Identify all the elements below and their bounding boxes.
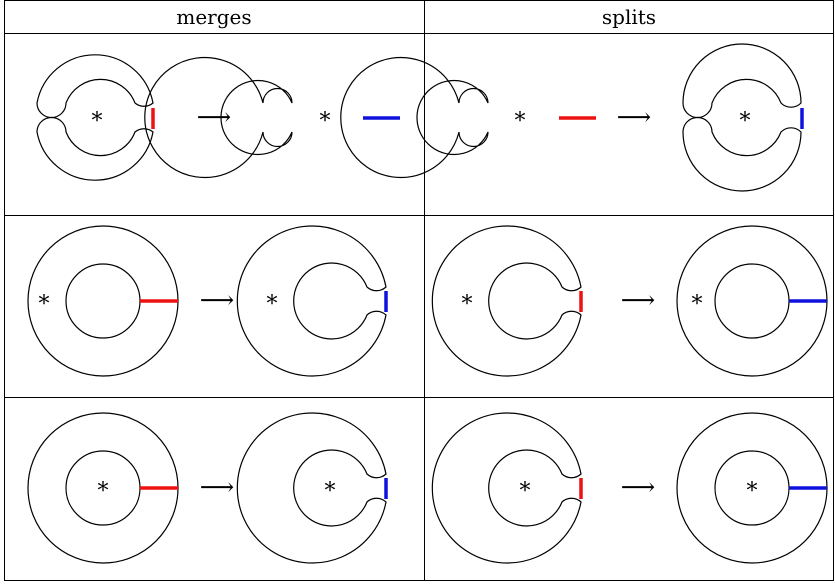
transition-arrow: ⟶ (200, 473, 234, 501)
star-marker: * (747, 479, 758, 504)
notched-annulus (431, 225, 582, 377)
transition-arrow: ⟶ (621, 286, 655, 314)
star-marker: * (520, 479, 531, 504)
transition-arrow: ⟶ (197, 103, 231, 131)
star-marker: * (39, 292, 50, 317)
star-marker: * (98, 479, 109, 504)
inner-circle (714, 263, 790, 339)
star-marker: * (515, 109, 526, 134)
star-marker: * (692, 292, 703, 317)
row3-merges-after: * (236, 412, 388, 564)
lower-crescent (36, 116, 154, 181)
notched-annulus (236, 412, 387, 564)
notched-annulus (236, 225, 387, 377)
star-marker: * (325, 479, 336, 504)
row3-merges-before: * (27, 412, 179, 564)
row1-merges-after: * (144, 56, 400, 179)
star-marker: * (92, 109, 103, 134)
transition-arrow: ⟶ (200, 286, 234, 314)
header-merges: merges (176, 5, 251, 29)
row1-splits-after: * (682, 43, 804, 192)
row2-merges-after: * (236, 225, 388, 377)
upper-crescent (36, 54, 154, 119)
upper-crescent (682, 43, 802, 119)
inner-circle (65, 263, 141, 339)
header-splits: splits (602, 5, 656, 29)
table-grid (4, 0, 834, 581)
row2-splits-after: * (676, 225, 828, 377)
row2-merges-before: * (27, 225, 179, 377)
row1-splits-before: * (340, 56, 596, 179)
lower-crescent (682, 116, 802, 192)
transition-arrow: ⟶ (621, 473, 655, 501)
open-annulus (340, 56, 489, 179)
star-marker: * (267, 292, 278, 317)
star-marker: * (740, 109, 751, 134)
open-annulus (144, 56, 293, 179)
row3-splits-after: * (676, 412, 828, 564)
notched-annulus (431, 412, 582, 564)
row1-merges-before: * (36, 54, 155, 181)
row2-splits-before: * (431, 225, 583, 377)
star-marker: * (462, 292, 473, 317)
row3-splits-before: * (431, 412, 583, 564)
transition-arrow: ⟶ (617, 103, 651, 131)
table-border (4, 0, 834, 581)
star-marker: * (320, 109, 331, 134)
